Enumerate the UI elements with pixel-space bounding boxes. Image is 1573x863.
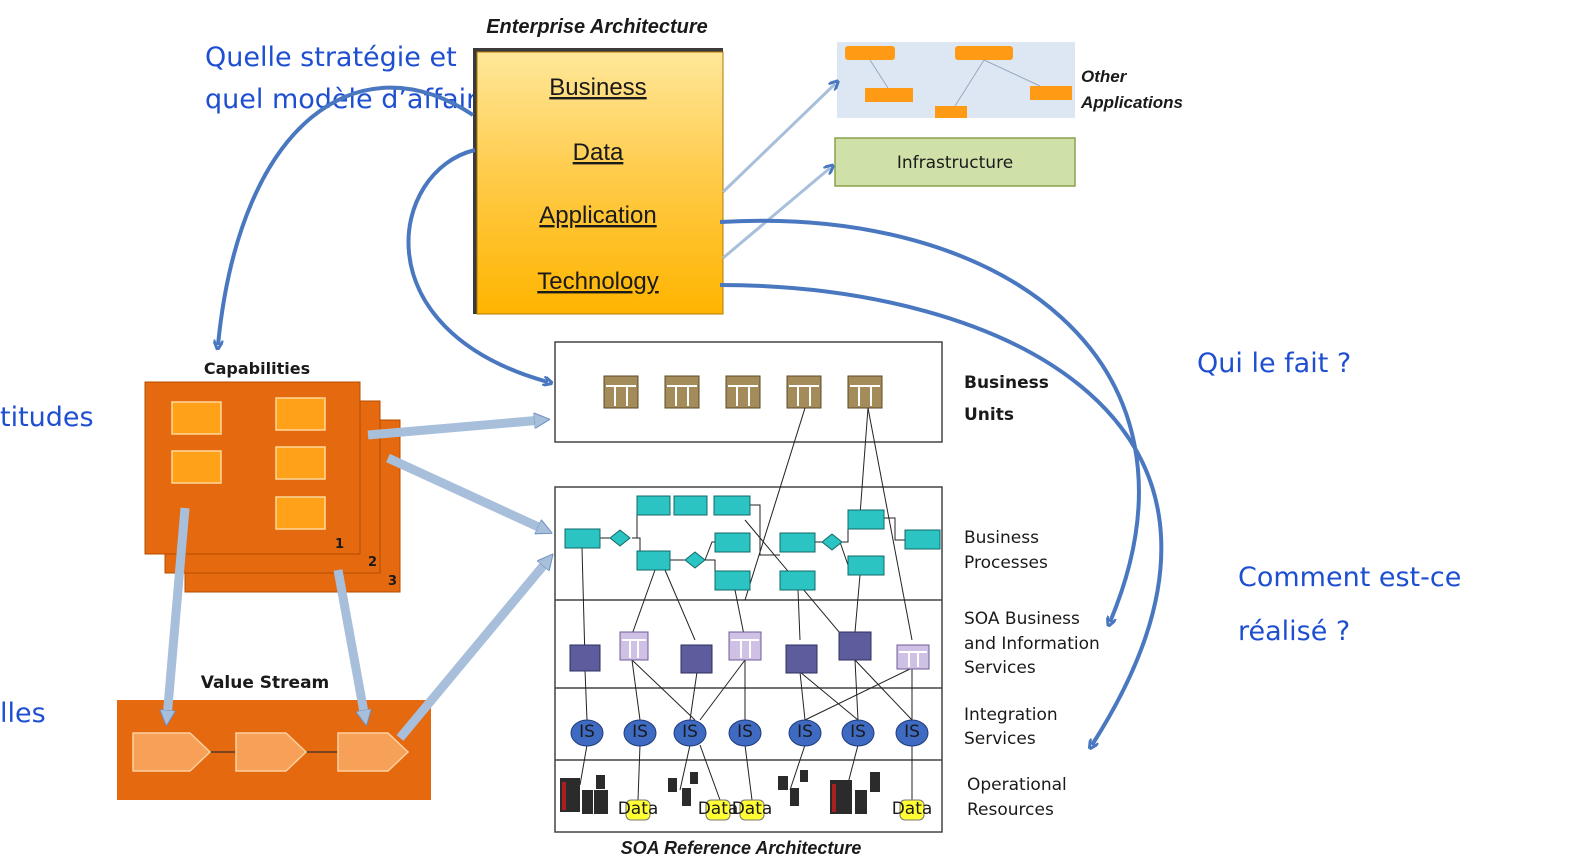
layer-technology: Technology <box>537 268 658 295</box>
is-label: IS <box>632 722 648 742</box>
soa-service-boxes <box>569 631 872 674</box>
enterprise-box <box>476 51 724 315</box>
infrastructure-box <box>834 137 1076 187</box>
data-label: Data <box>732 799 773 819</box>
is-label: IS <box>737 722 753 742</box>
capabilities-num-2: 2 <box>368 555 377 570</box>
how-question-line1: Comment est-ce <box>1238 562 1461 593</box>
row-business-units-2: Units <box>964 405 1014 425</box>
soa-service-lilac-boxes <box>619 631 930 670</box>
data-label: Data <box>698 799 739 819</box>
soa-footer: SOA Reference Architecture <box>621 838 862 858</box>
data-label: Data <box>618 799 659 819</box>
capabilities-num-3: 3 <box>388 574 397 589</box>
row-soa-services-3: Services <box>964 658 1036 678</box>
capability-boxes <box>171 397 326 530</box>
row-soa-services-1: SOA Business <box>964 609 1080 629</box>
data-cylinders <box>625 799 925 821</box>
infrastructure-label: Infrastructure <box>897 153 1013 173</box>
row-business-units-1: Business <box>964 373 1049 393</box>
other-applications-line1: Other <box>1081 67 1128 86</box>
arrow-to-other-apps <box>721 84 835 194</box>
data-label: Data <box>892 799 933 819</box>
soa-row-labels: Business Units Business Processes SOA Bu… <box>964 373 1100 820</box>
is-label: IS <box>682 722 698 742</box>
is-label: IS <box>797 722 813 742</box>
business-process-boxes <box>564 495 941 591</box>
layer-business: Business <box>549 74 646 101</box>
row-operational-2: Resources <box>967 800 1054 820</box>
integration-service-nodes: IS IS IS IS IS IS IS <box>570 719 929 747</box>
other-app-links <box>869 59 1041 107</box>
arrow-to-infrastructure <box>722 168 830 260</box>
fat-arrows <box>167 420 548 741</box>
value-stream-chevrons <box>132 732 410 772</box>
value-stream-title: Value Stream <box>201 673 330 693</box>
strategy-question-line1: Quelle stratégie et <box>205 42 457 73</box>
capabilities-num-1: 1 <box>335 537 344 552</box>
row-integration-2: Services <box>964 729 1036 749</box>
other-app-blocks <box>845 46 1072 118</box>
curved-arrows <box>218 85 1164 745</box>
is-label: IS <box>579 722 595 742</box>
left-cut-text-2: lles <box>0 698 46 729</box>
layer-application: Application <box>539 202 656 229</box>
layer-data: Data <box>573 139 624 166</box>
business-unit-icons <box>603 375 883 409</box>
process-decision-diamonds <box>609 529 843 569</box>
who-question: Qui le fait ? <box>1197 348 1351 379</box>
row-operational-1: Operational <box>967 775 1067 795</box>
row-business-processes-1: Business <box>964 528 1039 548</box>
other-applications-line2: Applications <box>1080 93 1183 112</box>
is-label: IS <box>850 722 866 742</box>
capabilities-title: Capabilities <box>204 359 310 378</box>
operational-resource-icons: Data Data Data Data <box>560 770 933 821</box>
row-business-processes-2: Processes <box>964 553 1048 573</box>
strategy-question-line2: quel modèle d’affaire ? <box>205 84 516 115</box>
row-soa-services-2: and Information <box>964 634 1100 654</box>
row-integration-1: Integration <box>964 705 1058 725</box>
is-label: IS <box>904 722 920 742</box>
left-cut-text-1: titudes <box>0 402 94 433</box>
how-question-line2: réalisé ? <box>1238 616 1350 647</box>
enterprise-title: Enterprise Architecture <box>486 16 708 38</box>
